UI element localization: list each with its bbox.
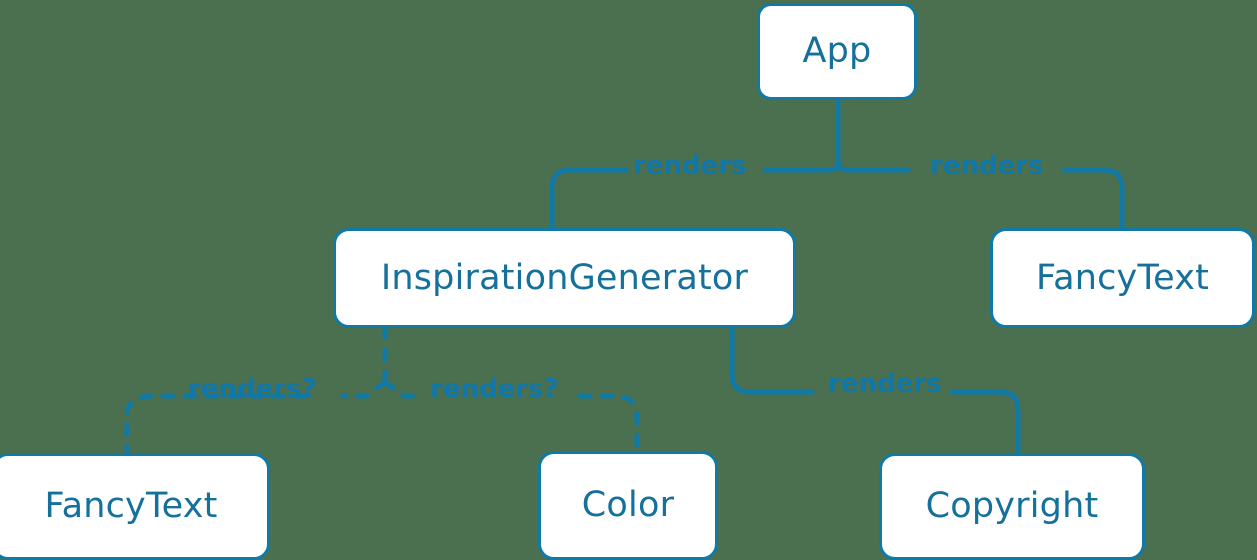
edge-app-to-fancytext-right-seg: [1061, 167, 1125, 231]
edge-label-inspiration-generator-to-fancytext: renders?: [188, 374, 317, 404]
edge-inspirationgenerator-to-fancytext-left-dashed-run: [124, 393, 308, 456]
edge-inspirationgenerator-to-copyright-seg2: [949, 389, 1021, 456]
edge-inspirationgenerator-to-fancytext-left-dashed: [340, 379, 388, 399]
edge-label-app-to-fancytext: renders: [930, 151, 1044, 181]
node-fancytext-left-label: FancyText: [44, 486, 218, 526]
node-color-label: Color: [581, 485, 675, 525]
edge-label-inspiration-generator-to-color: renders?: [430, 374, 559, 404]
node-fancytext-left[interactable]: FancyText: [0, 453, 270, 560]
node-copyright[interactable]: Copyright: [879, 453, 1145, 560]
edge-inspirationgenerator-to-color-dashed: [382, 379, 427, 399]
edge-inspirationgenerator-to-color-dashed-run: [577, 393, 640, 454]
node-copyright-label: Copyright: [925, 486, 1099, 526]
node-inspiration-generator-label: InspirationGenerator: [380, 257, 749, 298]
edge-inspirationgenerator-to-copyright-seg1: [729, 325, 815, 395]
edge-app-to-inspirationgenerator-left-seg: [549, 167, 629, 231]
node-fancytext-right-label: FancyText: [1035, 257, 1210, 298]
node-fancytext-right[interactable]: FancyText: [990, 228, 1255, 328]
node-color[interactable]: Color: [538, 451, 718, 560]
node-app[interactable]: App: [757, 3, 917, 100]
node-inspiration-generator[interactable]: InspirationGenerator: [333, 228, 796, 328]
edge-label-inspiration-generator-to-copyright: renders: [828, 369, 942, 399]
edge-label-app-to-inspiration-generator: renders: [633, 151, 747, 181]
node-app-label: App: [802, 31, 872, 71]
